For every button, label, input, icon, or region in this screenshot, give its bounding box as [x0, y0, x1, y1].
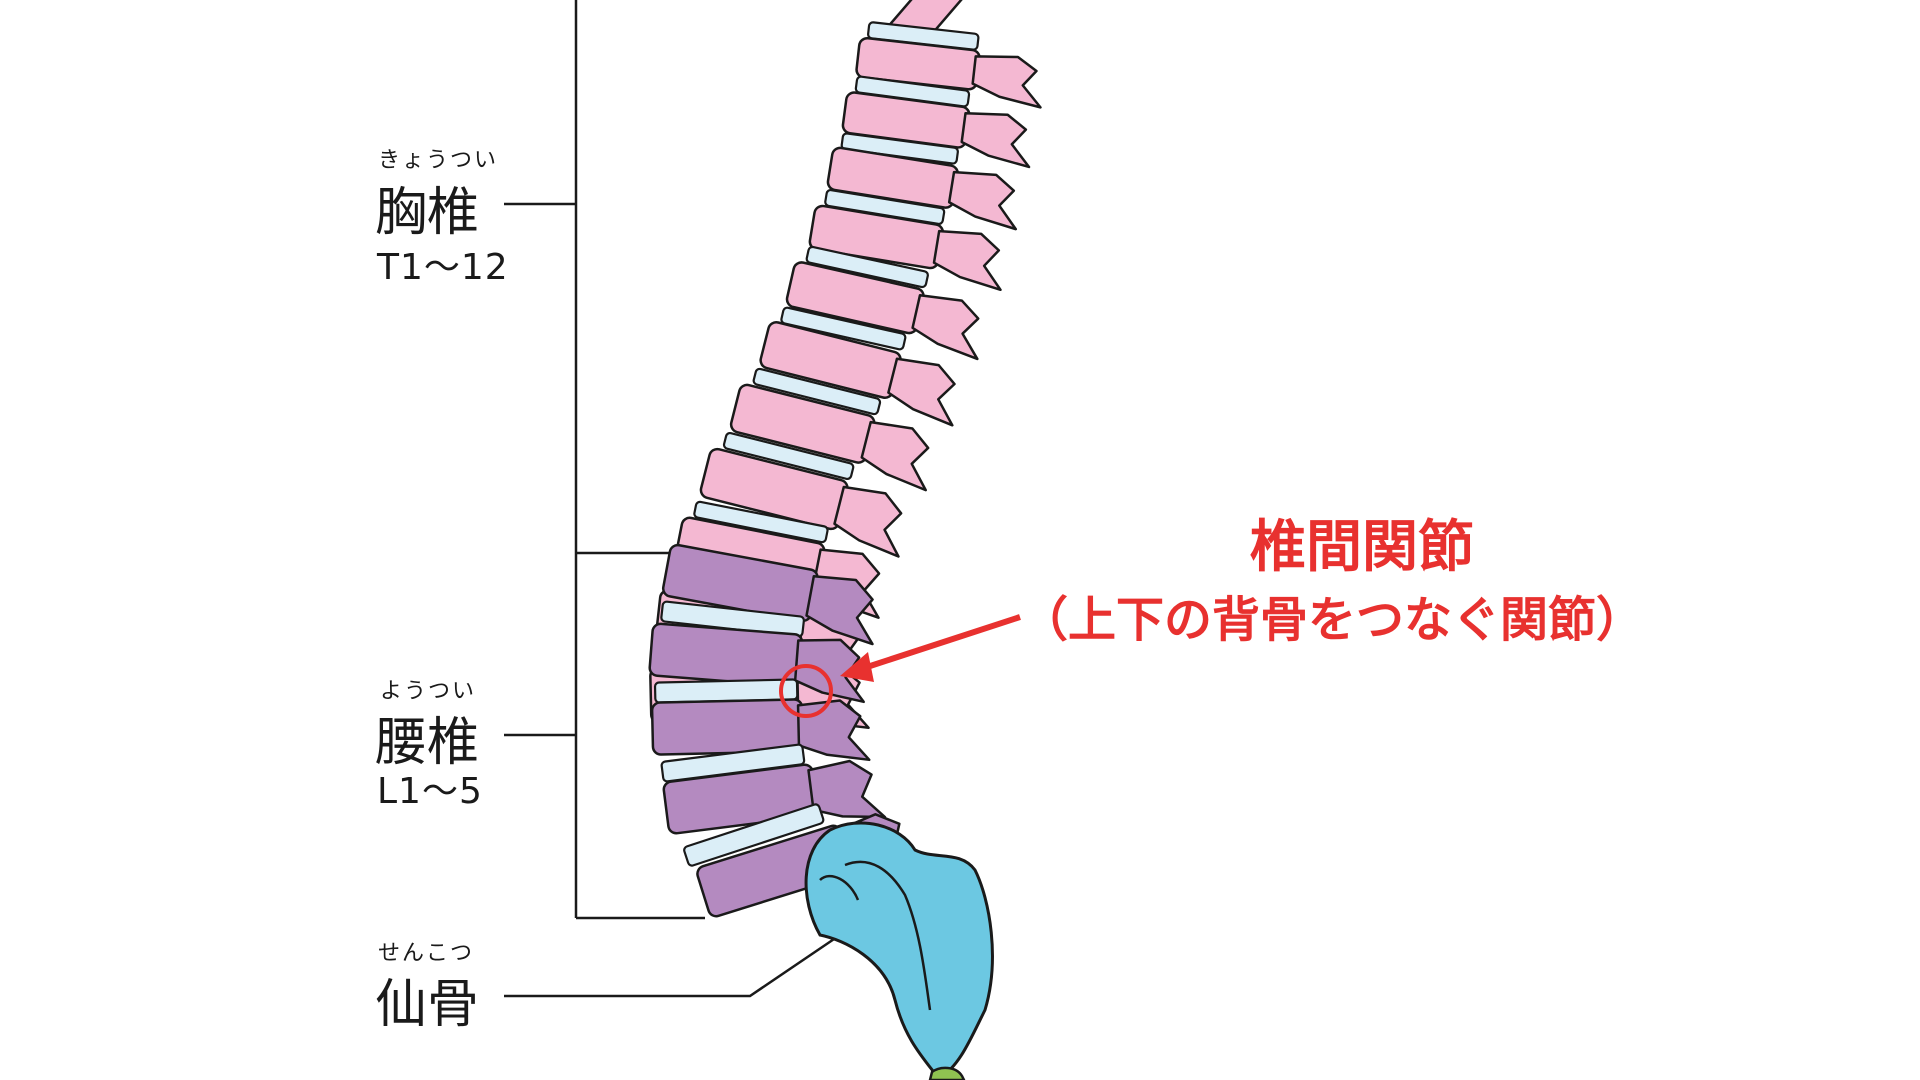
lumbar-vertebra-process	[796, 699, 871, 762]
thoracic-vertebra	[785, 261, 980, 361]
facet-joint-highlight	[779, 664, 833, 718]
lumbar-vertebra	[661, 543, 874, 646]
thoracic-disc	[805, 245, 929, 289]
thoracic-vertebra-process	[911, 293, 980, 361]
lumbar-vertebrae	[648, 543, 922, 918]
thoracic-vertebra	[729, 383, 930, 492]
bracket-lines	[504, 0, 841, 998]
facet-joint-subtitle: （上下の背骨をつなぐ関節）	[1020, 592, 1645, 648]
thoracic-disc	[752, 367, 882, 416]
thoracic-vertebra-process	[932, 229, 1002, 292]
sacrum-bone	[804, 821, 994, 1080]
thoracic-vertebra	[699, 447, 903, 558]
thoracic-disc	[722, 431, 855, 481]
thoracic-range: T1〜12	[377, 247, 509, 288]
thoracic-vertebra-process	[833, 485, 903, 558]
thoracic-vertebra	[826, 146, 1018, 231]
thoracic-disc	[693, 500, 829, 544]
sacrum-label: 仙骨	[375, 975, 480, 1035]
thoracic-vertebra-process	[960, 111, 1031, 169]
lumbar-vertebra-process	[793, 638, 865, 704]
thoracic-ruby: きょうつい	[378, 148, 499, 173]
lumbar-vertebra-body	[648, 622, 804, 688]
lumbar-vertebra-process	[805, 575, 874, 646]
coccyx-bone	[928, 1066, 966, 1080]
thoracic-vertebra-process	[947, 170, 1018, 231]
lumbar-ruby: ようつい	[380, 679, 477, 704]
lumbar-label: 腰椎	[375, 713, 480, 773]
thoracic-vertebra-process	[860, 420, 930, 492]
thoracic-vertebra-process	[971, 55, 1042, 109]
thoracic-vertebra	[759, 321, 956, 427]
lumbar-disc	[683, 803, 825, 867]
thoracic-disc	[780, 306, 907, 351]
annotation-arrow	[840, 614, 1021, 682]
facet-joint-title: 椎間関節	[1250, 515, 1474, 580]
thoracic-vertebra-process	[887, 357, 956, 427]
sacrum-ruby: せんこつ	[378, 941, 475, 966]
lumbar-range: L1〜5	[377, 771, 483, 812]
thoracic-label: 胸椎	[375, 183, 480, 243]
